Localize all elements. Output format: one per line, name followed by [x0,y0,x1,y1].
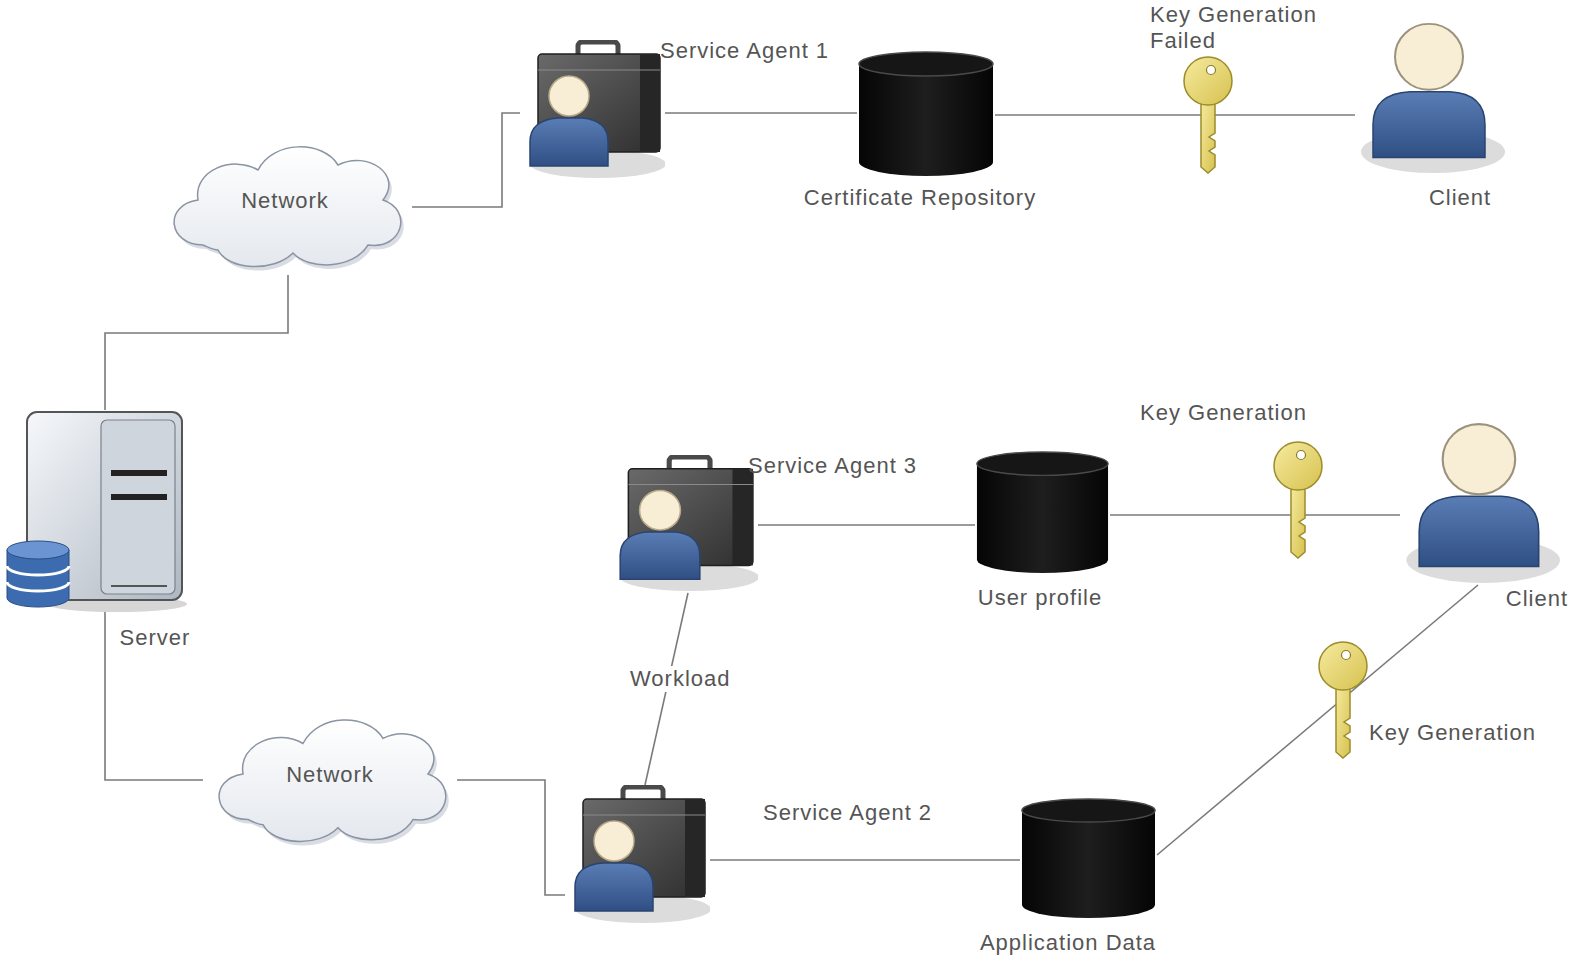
connector-line [105,612,203,780]
connector-line [1110,514,1400,516]
agent-label: Service Agent 1 [660,38,829,64]
edge-label: Key Generation [1137,400,1310,426]
edge-label: Workload [627,666,734,692]
server-tower-icon [5,410,187,612]
client-user-node: Client [1400,420,1560,585]
connector-line [105,275,288,410]
database-cylinder [1020,797,1157,920]
client-user-node: Client [1355,20,1505,175]
edge-label: Key Generation [1366,720,1539,746]
connector-line [995,114,1355,116]
client-user-icon [1400,420,1560,585]
agent-label: Service Agent 3 [748,453,917,479]
network-label: Network [286,762,374,788]
service-agent-icon [610,455,758,593]
connector-line [710,859,1020,861]
network-label: Network [241,188,329,214]
database-label: User profile [978,585,1102,611]
key-icon [1319,642,1367,758]
connector-line [412,113,520,207]
agent-label: Service Agent 2 [763,800,932,826]
database-label: Application Data [980,930,1156,956]
service-agent-node: Service Agent 3 [610,455,758,593]
service-agent-node: Service Agent 2 [565,785,710,925]
client-user-icon [1355,20,1505,175]
server-label: Server [120,625,191,651]
edge-label: Key Generation Failed [1147,2,1353,54]
client-label: Client [1429,185,1491,211]
client-label: Client [1506,586,1568,612]
connector-line [758,524,975,526]
database-cylinder [975,450,1110,575]
connector-line [457,780,565,895]
key-icon [1184,57,1232,173]
service-agent-icon [520,40,665,180]
service-agent-icon [565,785,710,925]
database-cylinder [857,50,995,178]
connector-line [665,112,857,114]
key-icon [1274,442,1322,558]
service-agent-node: Service Agent 1 [520,40,665,180]
database-cylinder-node: Application Data [1020,797,1157,920]
database-cylinder-node: Certificate Repository [857,50,995,178]
network-cloud-node: Network [158,135,412,275]
database-cylinder-node: User profile [975,450,1110,575]
network-cloud-node: Network [203,708,457,850]
server-tower-node: Server [5,410,187,612]
repository-label: Certificate Repository [804,185,1036,211]
